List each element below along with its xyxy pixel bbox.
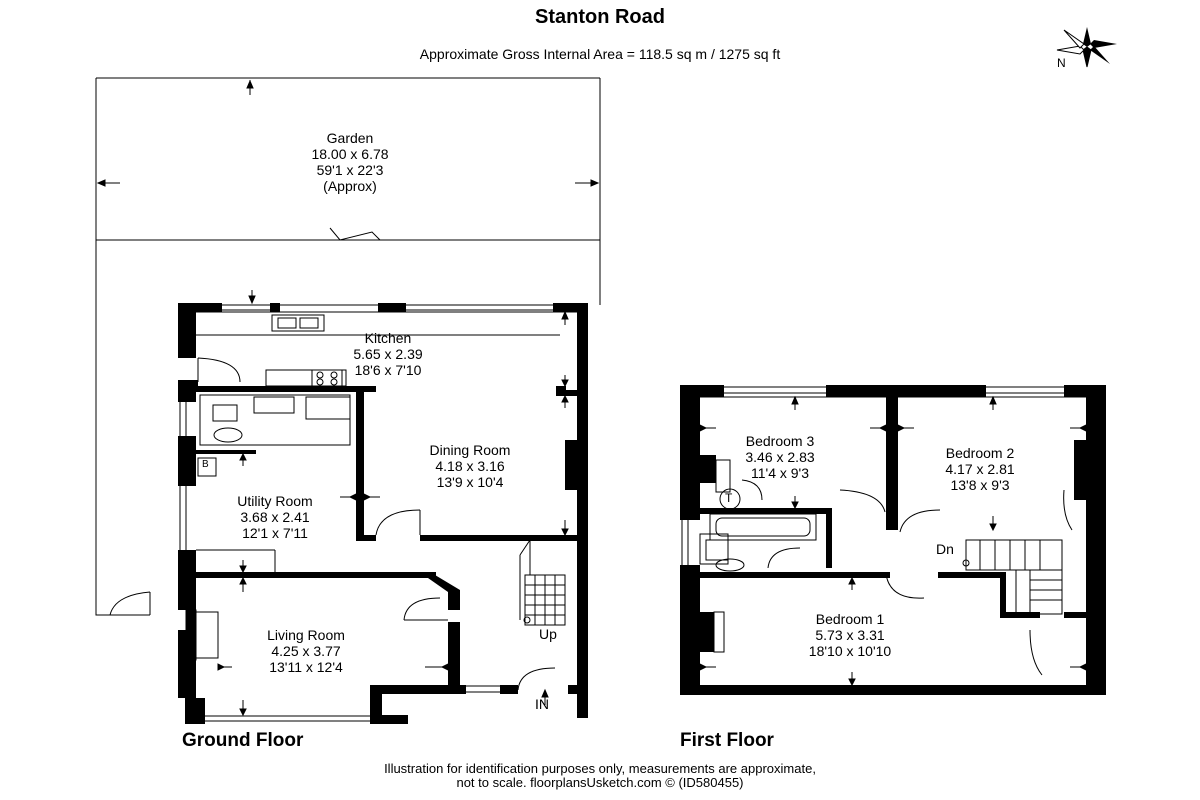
garden-imperial: 59'1 x 22'3 — [316, 162, 384, 178]
garden-name: Garden — [326, 130, 374, 146]
ground-floor-arrows — [217, 290, 569, 717]
garden-outline — [95, 77, 601, 616]
bedroom-1-imperial: 18'10 x 10'10 — [808, 643, 892, 659]
stairs-up-label: Up — [539, 626, 557, 642]
utility-room-imperial: 12'1 x 7'11 — [242, 525, 308, 541]
bedroom-1-name: Bedroom 1 — [815, 611, 885, 627]
garden-note: (Approx) — [323, 178, 377, 194]
first-floor-walls — [680, 385, 1106, 695]
disclaimer-line-1: Illustration for identification purposes… — [384, 761, 816, 776]
ground-floor-walls — [178, 303, 588, 724]
kitchen-label: Kitchen 5.65 x 2.39 18'6 x 7'10 — [318, 330, 458, 378]
dining-room-label: Dining Room 4.18 x 3.16 13'9 x 10'4 — [400, 442, 540, 490]
living-room-name: Living Room — [267, 627, 345, 643]
bedroom-2-name: Bedroom 2 — [945, 445, 1015, 461]
plan-title: Stanton Road — [535, 6, 665, 28]
utility-room-label: Utility Room 3.68 x 2.41 12'1 x 7'11 — [205, 493, 345, 541]
bedroom-1-metric: 5.73 x 3.31 — [815, 627, 885, 643]
utility-room-metric: 3.68 x 2.41 — [240, 509, 310, 525]
bedroom-3-imperial: 11'4 x 9'3 — [750, 465, 810, 481]
living-room-metric: 4.25 x 3.77 — [271, 643, 341, 659]
tank-label: T — [725, 491, 733, 505]
bedroom-2-label: Bedroom 2 4.17 x 2.81 13'8 x 9'3 — [920, 445, 1040, 493]
garden-metric: 18.00 x 6.78 — [311, 146, 389, 162]
first-floor-arrows — [699, 395, 1087, 687]
kitchen-metric: 5.65 x 2.39 — [353, 346, 423, 362]
disclaimer: Illustration for identification purposes… — [0, 762, 1200, 790]
first-floor-label: First Floor — [680, 730, 774, 751]
dining-room-metric: 4.18 x 3.16 — [435, 458, 505, 474]
ground-floor-label: Ground Floor — [182, 730, 304, 751]
bedroom-2-metric: 4.17 x 2.81 — [945, 461, 1015, 477]
entrance-label: IN — [535, 696, 549, 712]
bedroom-3-name: Bedroom 3 — [745, 433, 815, 449]
dining-room-imperial: 13'9 x 10'4 — [436, 474, 504, 490]
bedroom-2-imperial: 13'8 x 9'3 — [950, 477, 1010, 493]
ground-floor-lines — [109, 304, 577, 722]
compass-rose-icon — [1056, 27, 1117, 68]
garden-arrows — [96, 79, 600, 187]
bedroom-3-metric: 3.46 x 2.83 — [745, 449, 815, 465]
garden-label: Garden 18.00 x 6.78 59'1 x 22'3 (Approx) — [280, 130, 420, 194]
kitchen-imperial: 18'6 x 7'10 — [354, 362, 422, 378]
bedroom-1-label: Bedroom 1 5.73 x 3.31 18'10 x 10'10 — [780, 611, 920, 659]
stairs-down-label: Dn — [936, 541, 954, 557]
first-floor-lines — [681, 386, 1086, 676]
living-room-imperial: 13'11 x 12'4 — [269, 659, 343, 675]
compass-north-label: N — [1057, 56, 1066, 70]
dining-room-name: Dining Room — [429, 442, 511, 458]
gross-area: Approximate Gross Internal Area = 118.5 … — [419, 46, 781, 62]
boiler-label: B — [202, 459, 209, 470]
bedroom-3-label: Bedroom 3 3.46 x 2.83 11'4 x 9'3 — [720, 433, 840, 481]
living-room-label: Living Room 4.25 x 3.77 13'11 x 12'4 — [236, 627, 376, 675]
utility-room-name: Utility Room — [237, 493, 313, 509]
kitchen-name: Kitchen — [364, 330, 412, 346]
disclaimer-line-2: not to scale. floorplansUsketch.com © (I… — [456, 775, 744, 790]
